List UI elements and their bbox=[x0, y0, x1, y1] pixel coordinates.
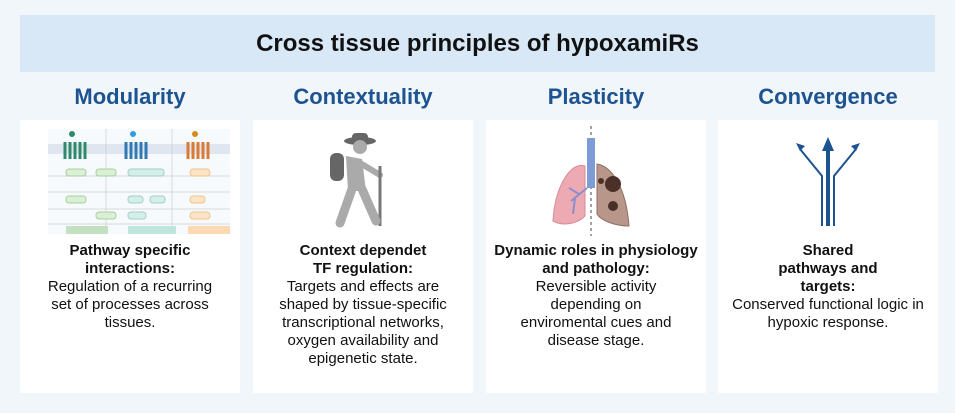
card-plasticity: Dynamic roles in physiology and patholog… bbox=[486, 120, 706, 393]
heading-contextuality: Contextuality bbox=[293, 84, 433, 109]
main-title: Cross tissue principles of hypoxamiRs bbox=[256, 29, 699, 57]
lungs-icon bbox=[486, 120, 706, 242]
card-title: Pathway specific interactions: bbox=[69, 242, 191, 277]
card-modularity: Pathway specific interactions: Regulatio… bbox=[20, 120, 240, 393]
card-convergence: Shared pathways and targets: Conserved f… bbox=[718, 120, 938, 393]
card-description: Regulation of a recurring set of process… bbox=[47, 278, 213, 331]
card-description: Targets and effects are shaped by tissue… bbox=[279, 278, 447, 367]
hiker-icon bbox=[253, 120, 473, 242]
heading-convergence: Convergence bbox=[758, 84, 898, 109]
card-description: Reversible activity depending on envirom… bbox=[520, 278, 672, 349]
signaling-pathways-icon bbox=[20, 120, 240, 242]
card-title: Dynamic roles in physiology and patholog… bbox=[494, 242, 698, 277]
card-title: Context dependet TF regulation: bbox=[299, 242, 427, 277]
card-title: Shared pathways and targets: bbox=[778, 242, 878, 295]
converging-arrows-icon bbox=[718, 120, 938, 242]
heading-modularity: Modularity bbox=[74, 84, 186, 109]
title-banner: Cross tissue principles of hypoxamiRs bbox=[20, 15, 935, 72]
card-description: Conserved functional logic in hypoxic re… bbox=[732, 296, 924, 331]
card-contextuality: Context dependet TF regulation: Targets … bbox=[253, 120, 473, 393]
heading-plasticity: Plasticity bbox=[547, 84, 645, 109]
